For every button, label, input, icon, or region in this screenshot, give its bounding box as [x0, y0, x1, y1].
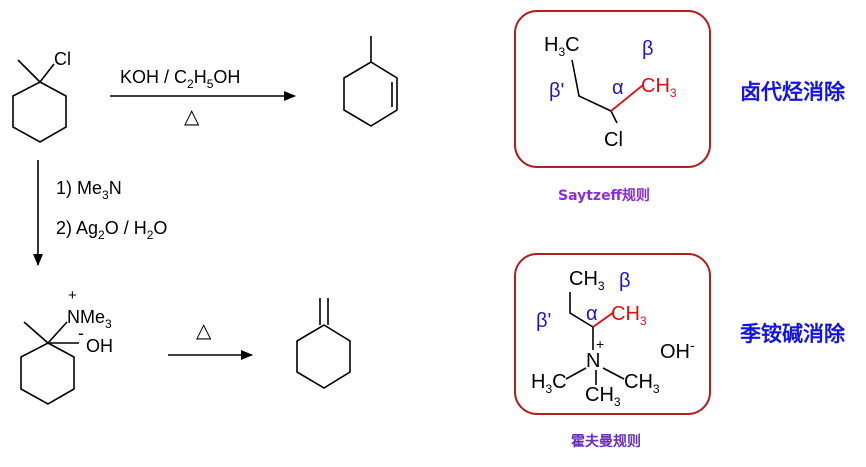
quaternary-ammonium-elimination-label: 季铵碱消除: [740, 322, 846, 346]
hofmann-plus: +: [596, 336, 604, 352]
chloro-label: Cl: [54, 49, 71, 69]
saytzeff-h3c: H3C: [544, 34, 580, 59]
hofmann-alpha: α: [586, 303, 598, 325]
ammonium-plus: +: [68, 287, 77, 304]
hofmann-h3c: H3C: [531, 371, 567, 396]
hofmann-rule-label: 霍夫曼规则: [571, 433, 641, 450]
reaction1-reagent: KOH / C2H5OH: [120, 67, 240, 91]
hofmann-beta-prime: β': [536, 310, 551, 332]
heat-symbol-1: △: [184, 106, 200, 128]
saytzeff-beta-bond: [610, 84, 644, 112]
heat-symbol-2: △: [196, 320, 212, 342]
hofmann-skeleton: [565, 292, 625, 385]
reaction2-step2: 2) Ag2O / H2O: [56, 218, 167, 242]
hofmann-box: [514, 253, 711, 415]
reaction2-step1: 1) Me3N: [56, 178, 122, 202]
hofmann-beta: β: [619, 270, 631, 292]
hydroxide-charge: -: [78, 323, 84, 343]
hydroxide-label: OH: [86, 336, 113, 356]
hofmann-ch3-top: CH3: [569, 268, 605, 293]
saytzeff-ch3: CH3: [641, 75, 677, 100]
chloro-methylcyclohexane: [12, 59, 67, 143]
hofmann-ch3-right: CH3: [624, 371, 660, 396]
ammonium-group: NMe3: [67, 307, 112, 331]
saytzeff-cl: Cl: [604, 129, 623, 151]
saytzeff-beta: β: [642, 38, 654, 60]
ammonium-cyclohexane: [20, 321, 79, 405]
saytzeff-box: [514, 10, 711, 168]
hofmann-hydroxide: OH-: [660, 337, 695, 363]
saytzeff-skeleton: [571, 59, 618, 124]
hofmann-ch3-bottom: CH3: [585, 384, 621, 409]
hofmann-ch3-red: CH3: [611, 303, 647, 328]
saytzeff-alpha: α: [612, 77, 624, 99]
methylenecyclohexane: [296, 298, 351, 389]
hofmann-nitrogen: N: [586, 350, 600, 372]
haloalkane-elimination-label: 卤代烃消除: [740, 80, 846, 104]
saytzeff-beta-prime: β': [549, 80, 564, 102]
saytzeff-rule-label: Saytzeff规则: [558, 187, 650, 204]
hofmann-beta-bond: [592, 311, 615, 328]
methylcyclohexene: [343, 36, 398, 127]
